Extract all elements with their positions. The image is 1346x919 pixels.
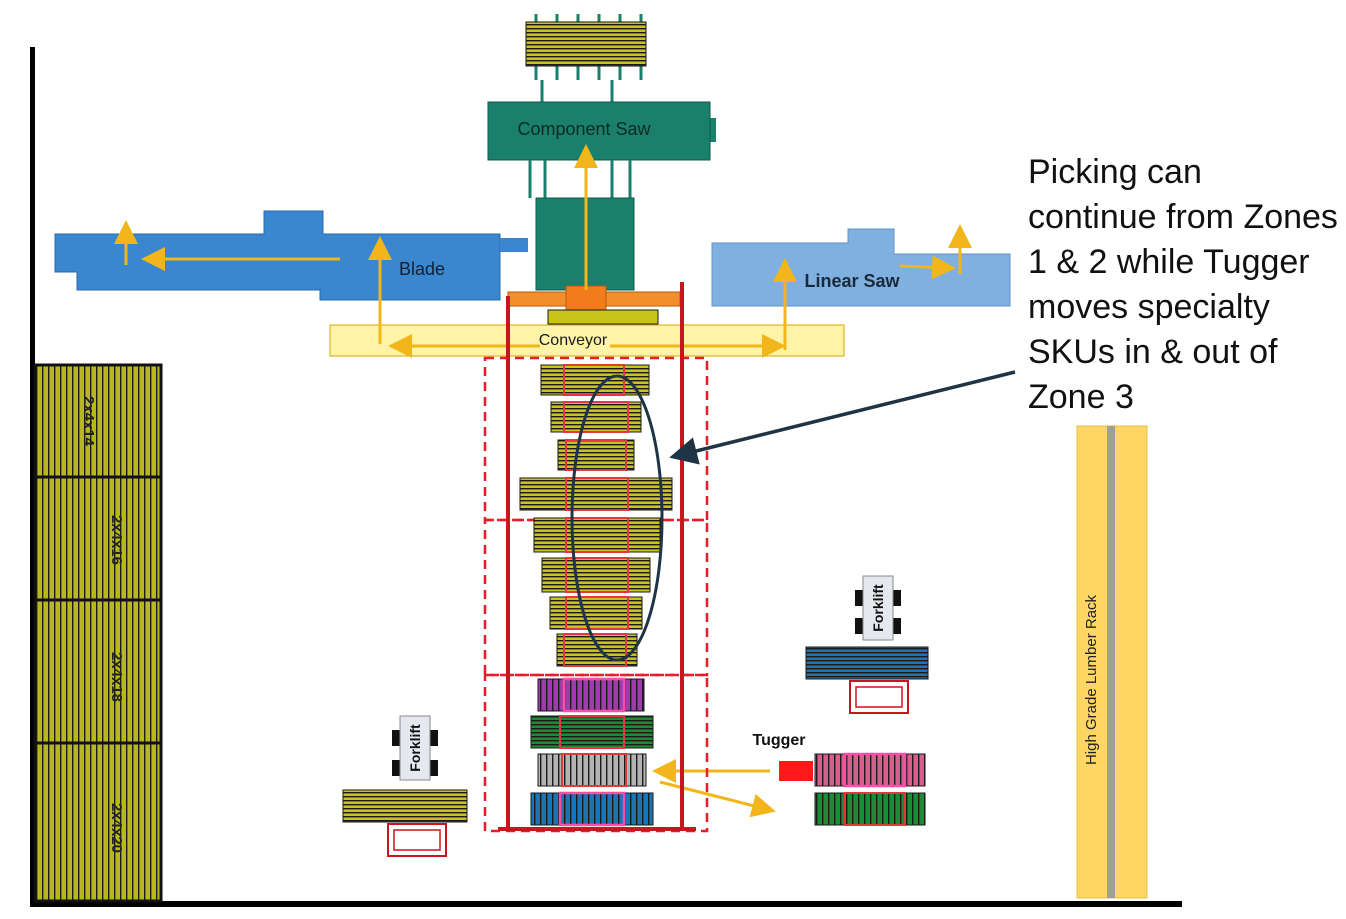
blade-saw-label: Blade bbox=[399, 259, 445, 279]
zone-highlight-ellipse bbox=[570, 374, 664, 662]
forklift-left-label: Forklift bbox=[407, 724, 423, 772]
linear-saw: Linear Saw bbox=[711, 228, 1011, 307]
transfer-table bbox=[507, 285, 681, 325]
rack-bin-label-3: 2x4x20 bbox=[108, 803, 125, 853]
conveyor-label: Conveyor bbox=[539, 332, 608, 349]
flow-arrows bbox=[114, 144, 972, 818]
callout-text: Picking can continue from Zones 1 & 2 wh… bbox=[1028, 153, 1338, 416]
blade-saw: Blade bbox=[54, 210, 528, 301]
left-rack: 2x4x14 2x4x16 2x4x18 2x4x20 bbox=[33, 363, 163, 903]
zone3-specialty-stacks bbox=[530, 677, 654, 827]
rack-bin-label-0: 2x4x14 bbox=[80, 396, 97, 447]
tugger: Tugger bbox=[752, 732, 926, 826]
forklift-right: Forklift bbox=[805, 575, 929, 714]
callout-arrow bbox=[669, 370, 1016, 465]
central-rack-frame bbox=[498, 282, 696, 831]
zone-stacks-yellow bbox=[519, 364, 673, 667]
infeed-stack bbox=[525, 14, 647, 102]
tugger-label: Tugger bbox=[752, 732, 805, 749]
component-saw-label: Component Saw bbox=[517, 119, 651, 139]
rack-bin-label-2: 2x4x18 bbox=[108, 652, 125, 702]
rack-bin-label-1: 2x4x16 bbox=[108, 515, 125, 565]
high-grade-rack-label: High Grade Lumber Rack bbox=[1083, 594, 1100, 765]
linear-saw-label: Linear Saw bbox=[804, 271, 900, 291]
building-walls bbox=[30, 47, 1182, 907]
forklift-right-label: Forklift bbox=[870, 584, 886, 632]
high-grade-lumber-rack: High Grade Lumber Rack bbox=[1076, 425, 1148, 899]
forklift-left: Forklift bbox=[342, 715, 468, 857]
component-saw: Component Saw bbox=[487, 101, 716, 291]
conveyor: Conveyor bbox=[329, 324, 845, 357]
